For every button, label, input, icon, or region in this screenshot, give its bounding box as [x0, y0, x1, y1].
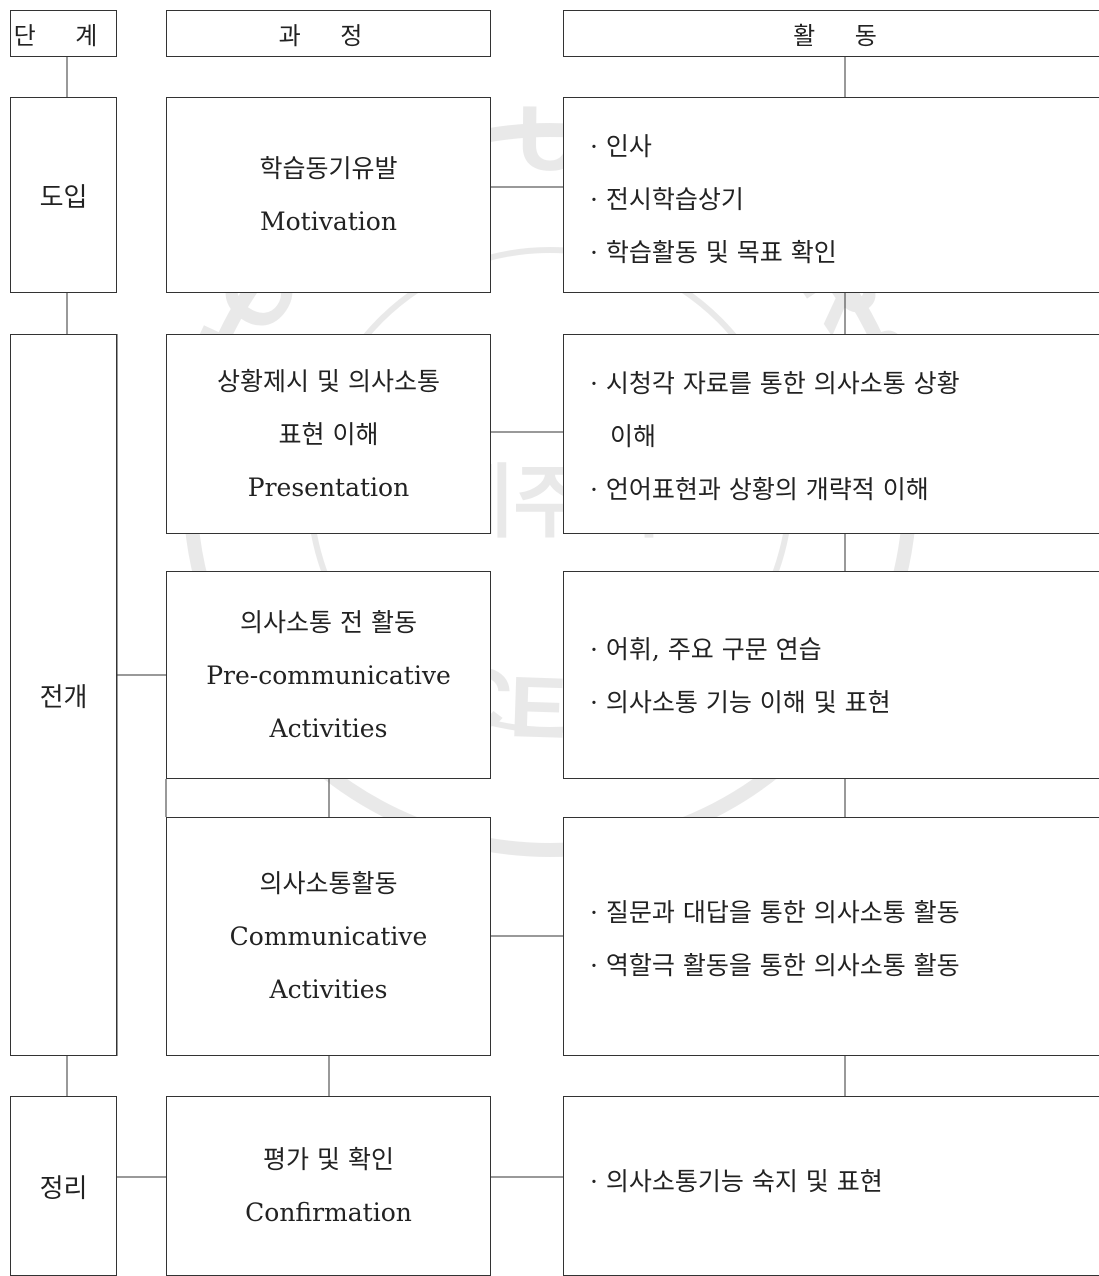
stage-wrapup: 정리 [10, 1096, 117, 1276]
process-motivation-en: Motivation [260, 207, 397, 236]
activity-confirmation: · 의사소통기능 숙지 및 표현 [563, 1096, 1099, 1276]
stage-intro: 도입 [10, 97, 117, 293]
process-presentation-ko2: 표현 이해 [278, 419, 379, 449]
process-presentation-en: Presentation [247, 472, 410, 502]
activity-item: · 의사소통 기능 이해 및 표현 [590, 688, 891, 717]
process-motivation-ko: 학습동기유발 [259, 154, 398, 183]
activity-item: · 언어표현과 상황의 개략적 이해 [590, 475, 929, 504]
activity-item: · 학습활동 및 목표 확인 [590, 238, 837, 267]
process-communicative: 의사소통활동 Communicative Activities [166, 817, 491, 1056]
activity-communicative: · 질문과 대답을 통한 의사소통 활동 · 역할극 활동을 통한 의사소통 활… [563, 817, 1099, 1056]
process-presentation: 상황제시 및 의사소통 표현 이해 Presentation [166, 334, 491, 534]
process-precomm-en1: Pre-communicative [206, 660, 451, 690]
process-presentation-ko1: 상황제시 및 의사소통 [217, 366, 440, 396]
header-activity: 활 동 [563, 10, 1099, 57]
process-precomm-en2: Activities [269, 713, 388, 743]
header-stage: 단 계 [10, 10, 117, 57]
activity-item: · 전시학습상기 [590, 185, 744, 214]
activity-item: · 시청각 자료를 통한 의사소통 상황 [590, 369, 960, 398]
activity-motivation: · 인사 · 전시학습상기 · 학습활동 및 목표 확인 [563, 97, 1099, 293]
activity-item: · 인사 [590, 132, 652, 161]
process-comm-ko: 의사소통활동 [259, 869, 398, 898]
process-comm-en2: Activities [269, 975, 388, 1004]
process-confirm-ko: 평가 및 확인 [263, 1145, 394, 1174]
activity-item: · 의사소통기능 숙지 및 표현 [590, 1167, 883, 1196]
process-precomm-ko: 의사소통 전 활동 [240, 607, 417, 637]
activity-precommunicative: · 어휘, 주요 구문 연습 · 의사소통 기능 이해 및 표현 [563, 571, 1099, 779]
process-confirm-en: Confirmation [245, 1198, 412, 1227]
activity-presentation: · 시청각 자료를 통한 의사소통 상황 이해 · 언어표현과 상황의 개략적 … [563, 334, 1099, 534]
activity-item: · 어휘, 주요 구문 연습 [590, 635, 822, 664]
process-confirmation: 평가 및 확인 Confirmation [166, 1096, 491, 1276]
process-precommunicative: 의사소통 전 활동 Pre-communicative Activities [166, 571, 491, 779]
process-comm-en1: Communicative [229, 922, 428, 951]
stage-development: 전개 [10, 334, 117, 1056]
process-motivation: 학습동기유발 Motivation [166, 97, 491, 293]
activity-item: · 역할극 활동을 통한 의사소통 활동 [590, 951, 960, 980]
activity-item: · 질문과 대답을 통한 의사소통 활동 [590, 898, 960, 927]
activity-item-continued: 이해 [610, 422, 657, 451]
header-process: 과 정 [166, 10, 491, 57]
